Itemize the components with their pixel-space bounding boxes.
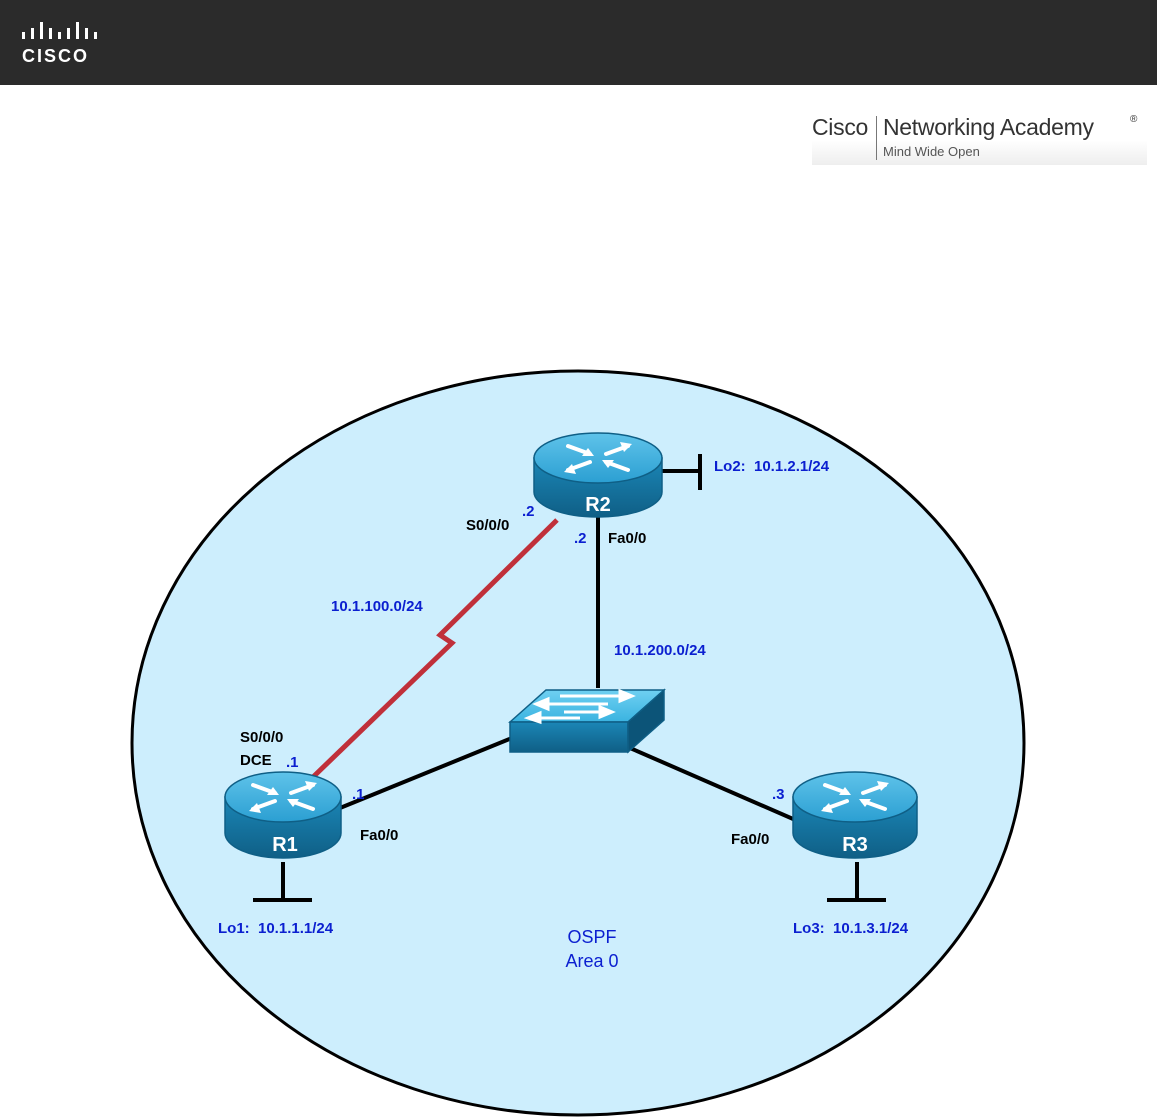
r1-fa-ip-label: .1	[352, 786, 365, 803]
loopback-stub-r3	[827, 862, 886, 902]
loopback-stub-r1	[253, 862, 312, 902]
router-r2-name: R2	[585, 494, 611, 516]
ethernet-link-r3-switch	[629, 746, 801, 824]
cisco-bars-icon	[22, 22, 97, 39]
academy-separator	[876, 116, 877, 160]
router-r2-icon	[533, 432, 663, 518]
switch-icon	[508, 688, 666, 754]
area-protocol-label: OSPF	[567, 927, 616, 947]
networking-academy-logo: Cisco Networking Academy ® Mind Wide Ope…	[812, 110, 1147, 165]
r2-fa-interface-label: Fa0/0	[608, 530, 646, 547]
r2-serial-ip-label: .2	[522, 503, 535, 520]
cisco-logo: CISCO	[22, 22, 102, 66]
serial-network-label: 10.1.100.0/24	[331, 598, 423, 615]
r1-dce-label: DCE	[240, 752, 272, 769]
r1-fa-interface-label: Fa0/0	[360, 827, 398, 844]
academy-brand: Cisco	[812, 114, 869, 140]
router-r1-icon	[224, 771, 342, 859]
r2-serial-interface-label: S0/0/0	[466, 517, 509, 534]
area-name-label: Area 0	[565, 951, 618, 971]
loopback-stub-r2	[660, 454, 702, 490]
ethernet-link-r1-switch	[339, 736, 513, 810]
r2-fa-ip-label: .2	[574, 530, 587, 547]
serial-link-r1-r2	[310, 518, 559, 780]
router-r1-name: R1	[272, 834, 298, 856]
academy-trademark: ®	[1130, 114, 1138, 125]
academy-name: Networking Academy	[883, 114, 1094, 140]
r3-fa-interface-label: Fa0/0	[731, 831, 769, 848]
lan-network-label: 10.1.200.0/24	[614, 642, 706, 659]
router-r3-name: R3	[842, 834, 868, 856]
r1-serial-ip-label: .1	[286, 754, 299, 771]
academy-tagline: Mind Wide Open	[883, 144, 980, 159]
router-r3-icon	[792, 771, 918, 859]
r3-fa-ip-label: .3	[772, 786, 785, 803]
cisco-wordmark: CISCO	[22, 46, 90, 66]
r1-serial-interface-label: S0/0/0	[240, 729, 283, 746]
header-bar: CISCO	[0, 0, 1157, 85]
r3-loopback-label: Lo3: 10.1.3.1/24	[793, 920, 909, 937]
r2-loopback-label: Lo2: 10.1.2.1/24	[714, 458, 830, 475]
r1-loopback-label: Lo1: 10.1.1.1/24	[218, 920, 334, 937]
